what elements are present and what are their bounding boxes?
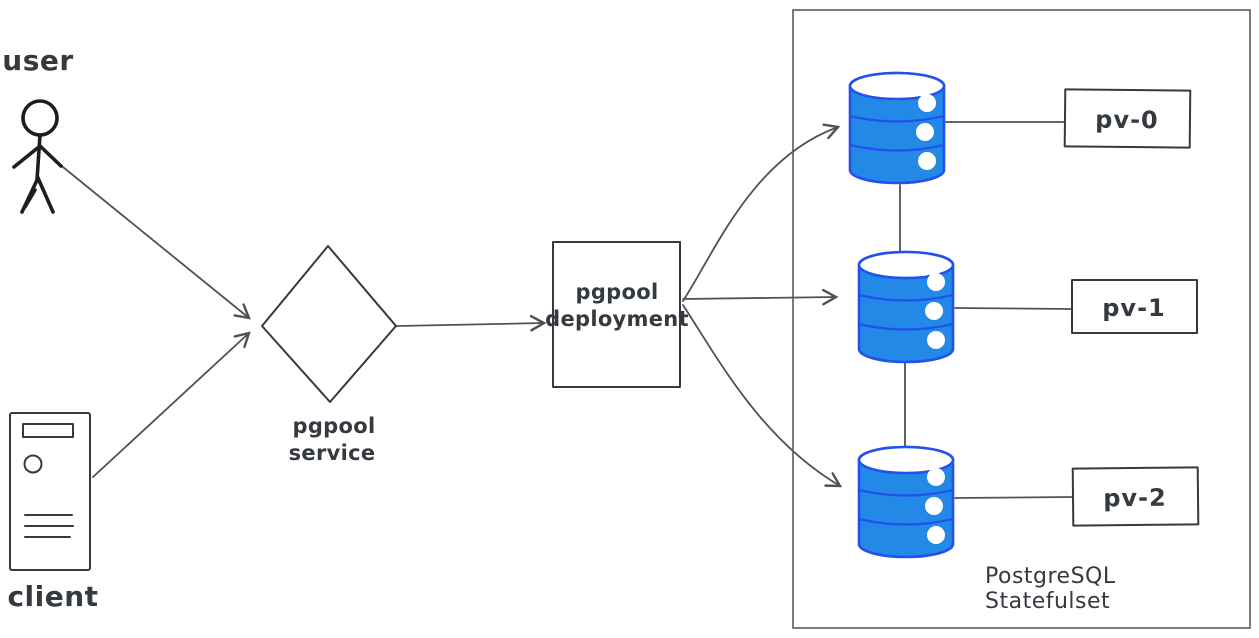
arrow-client-to-service [92,331,251,478]
line-database-1-to-pv-1 [954,307,1072,310]
statefulset-label-line1: PostgreSQL [985,564,1116,589]
pgpool-service-node: pgpool service [261,245,397,465]
pv-0-label: pv-0 [1095,106,1159,135]
client-label: client [7,580,98,613]
pv-0-shape [1063,88,1192,149]
pgpool-deployment-node: pgpool deployment [545,241,689,388]
user-node: user [2,44,73,214]
diamond-shape [261,245,397,403]
edges-layer [57,121,1073,499]
statefulset-label-line2: Statefulset [985,589,1110,614]
pv-1-node: pv-1 [1071,279,1198,334]
pv-1-label: pv-1 [1102,294,1165,322]
deployment-shape [552,241,681,388]
pv-2-shape [1071,466,1200,527]
arrow-deployment-to-database-1 [682,288,839,306]
arrow-deployment-to-database-2 [682,304,843,488]
pgpool-deployment-label-line1: pgpool [576,280,659,304]
arrow-user-to-service [57,162,251,320]
pgpool-service-label-line2: service [289,441,376,465]
database-icon-0 [848,71,946,185]
arrow-service-to-deployment [396,314,547,332]
pgpool-deployment-label-line2: deployment [545,307,689,331]
pv-2-node: pv-2 [1071,466,1200,527]
pgpool-service-label-line1: pgpool [293,414,376,438]
line-database-2-to-pv-2 [954,496,1073,499]
client-node: client [7,412,98,613]
user-icon [12,99,63,214]
database-icon-2 [857,445,955,559]
pv-1-shape [1071,279,1198,334]
pv-2-label: pv-2 [1103,484,1167,513]
statefulset-border [792,9,1251,629]
user-label: user [2,44,73,77]
statefulset-container: PostgreSQL Statefulset [792,9,1251,629]
database-icon-1 [857,250,955,364]
server-icon [9,412,91,571]
pv-0-node: pv-0 [1063,88,1192,149]
arrow-deployment-to-database-0 [682,123,841,302]
